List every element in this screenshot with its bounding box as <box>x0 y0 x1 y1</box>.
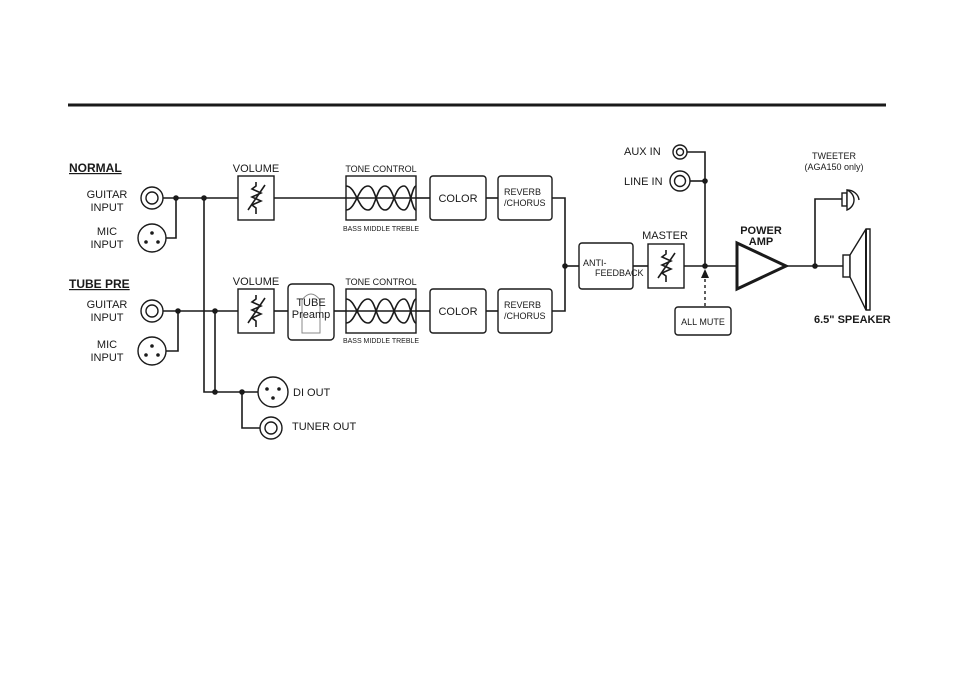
tube-mic-input-label: INPUT <box>91 352 124 364</box>
tube-reverb-chorus-block: REVERB /CHORUS <box>497 288 553 334</box>
line-in-label: LINE IN <box>624 176 663 188</box>
tube-guitar-input-label: INPUT <box>91 312 124 324</box>
svg-text:REVERB: REVERB <box>504 300 541 310</box>
tube-xlr-jack-icon <box>137 336 167 366</box>
di-out-xlr-icon <box>257 376 289 408</box>
normal-guitar-input-label: INPUT <box>91 202 124 214</box>
normal-volume-pot-icon <box>237 175 275 221</box>
tube-volume-pot-icon <box>237 288 275 334</box>
tube-volume-label: VOLUME <box>233 276 279 288</box>
svg-text:/CHORUS: /CHORUS <box>504 198 546 208</box>
svg-text:Preamp: Preamp <box>292 309 331 321</box>
tweeter-label: (AGA150 only) <box>804 162 863 172</box>
svg-text:REVERB: REVERB <box>504 187 541 197</box>
normal-volume-label: VOLUME <box>233 163 279 175</box>
normal-guitar-jack-icon <box>140 186 164 210</box>
vacuum-tube-icon <box>301 293 321 334</box>
aux-in-jack-icon <box>672 144 688 160</box>
aux-in-label: AUX IN <box>624 146 661 158</box>
svg-text:COLOR: COLOR <box>438 193 477 205</box>
tuner-out-jack-icon <box>259 416 283 440</box>
tube-tone-bands-label: BASS MIDDLE TREBLE <box>343 338 419 345</box>
tube-guitar-input-label: GUITAR <box>87 299 128 311</box>
power-amp-label: AMP <box>749 236 773 248</box>
tube-tone-control-label: TONE CONTROL <box>345 277 416 287</box>
normal-mic-input-label: INPUT <box>91 239 124 251</box>
line-in-jack-icon <box>669 170 691 192</box>
power-amp-label: POWER <box>740 225 782 237</box>
svg-text:ANTI-: ANTI- <box>583 258 607 268</box>
normal-color-block: COLOR <box>429 175 487 221</box>
tweeter-label: TWEETER <box>812 151 856 161</box>
tube-preamp-block: TUBE Preamp <box>287 283 335 341</box>
all-mute-block: ALL MUTE <box>674 306 732 336</box>
tube-mic-input-label: MIC <box>97 339 117 351</box>
normal-reverb-chorus-block: REVERB /CHORUS <box>497 175 553 221</box>
speaker-label: 6.5" SPEAKER <box>814 314 891 326</box>
normal-heading: NORMAL <box>69 161 122 175</box>
tube-pre-heading: TUBE PRE <box>69 277 130 291</box>
svg-text:FEEDBACK: FEEDBACK <box>595 268 644 278</box>
normal-tone-control-label: TONE CONTROL <box>345 164 416 174</box>
speaker-icon <box>842 228 871 311</box>
normal-guitar-input-label: GUITAR <box>87 189 128 201</box>
svg-text:TUBE: TUBE <box>296 297 325 309</box>
master-label: MASTER <box>642 230 688 242</box>
normal-tone-bands-label: BASS MIDDLE TREBLE <box>343 226 419 233</box>
di-out-label: DI OUT <box>293 387 331 399</box>
tube-tone-control-icon <box>345 288 417 334</box>
tuner-out-label: TUNER OUT <box>292 421 356 433</box>
normal-mic-input-label: MIC <box>97 226 117 238</box>
svg-text:ALL MUTE: ALL MUTE <box>681 317 725 327</box>
svg-text:/CHORUS: /CHORUS <box>504 311 546 321</box>
tube-guitar-jack-icon <box>140 299 164 323</box>
tube-color-block: COLOR <box>429 288 487 334</box>
normal-tone-control-icon <box>345 175 417 221</box>
normal-xlr-jack-icon <box>137 223 167 253</box>
power-amp-triangle-icon <box>735 240 790 292</box>
tweeter-icon <box>841 188 860 212</box>
master-volume-pot-icon <box>647 243 685 289</box>
svg-text:COLOR: COLOR <box>438 306 477 318</box>
